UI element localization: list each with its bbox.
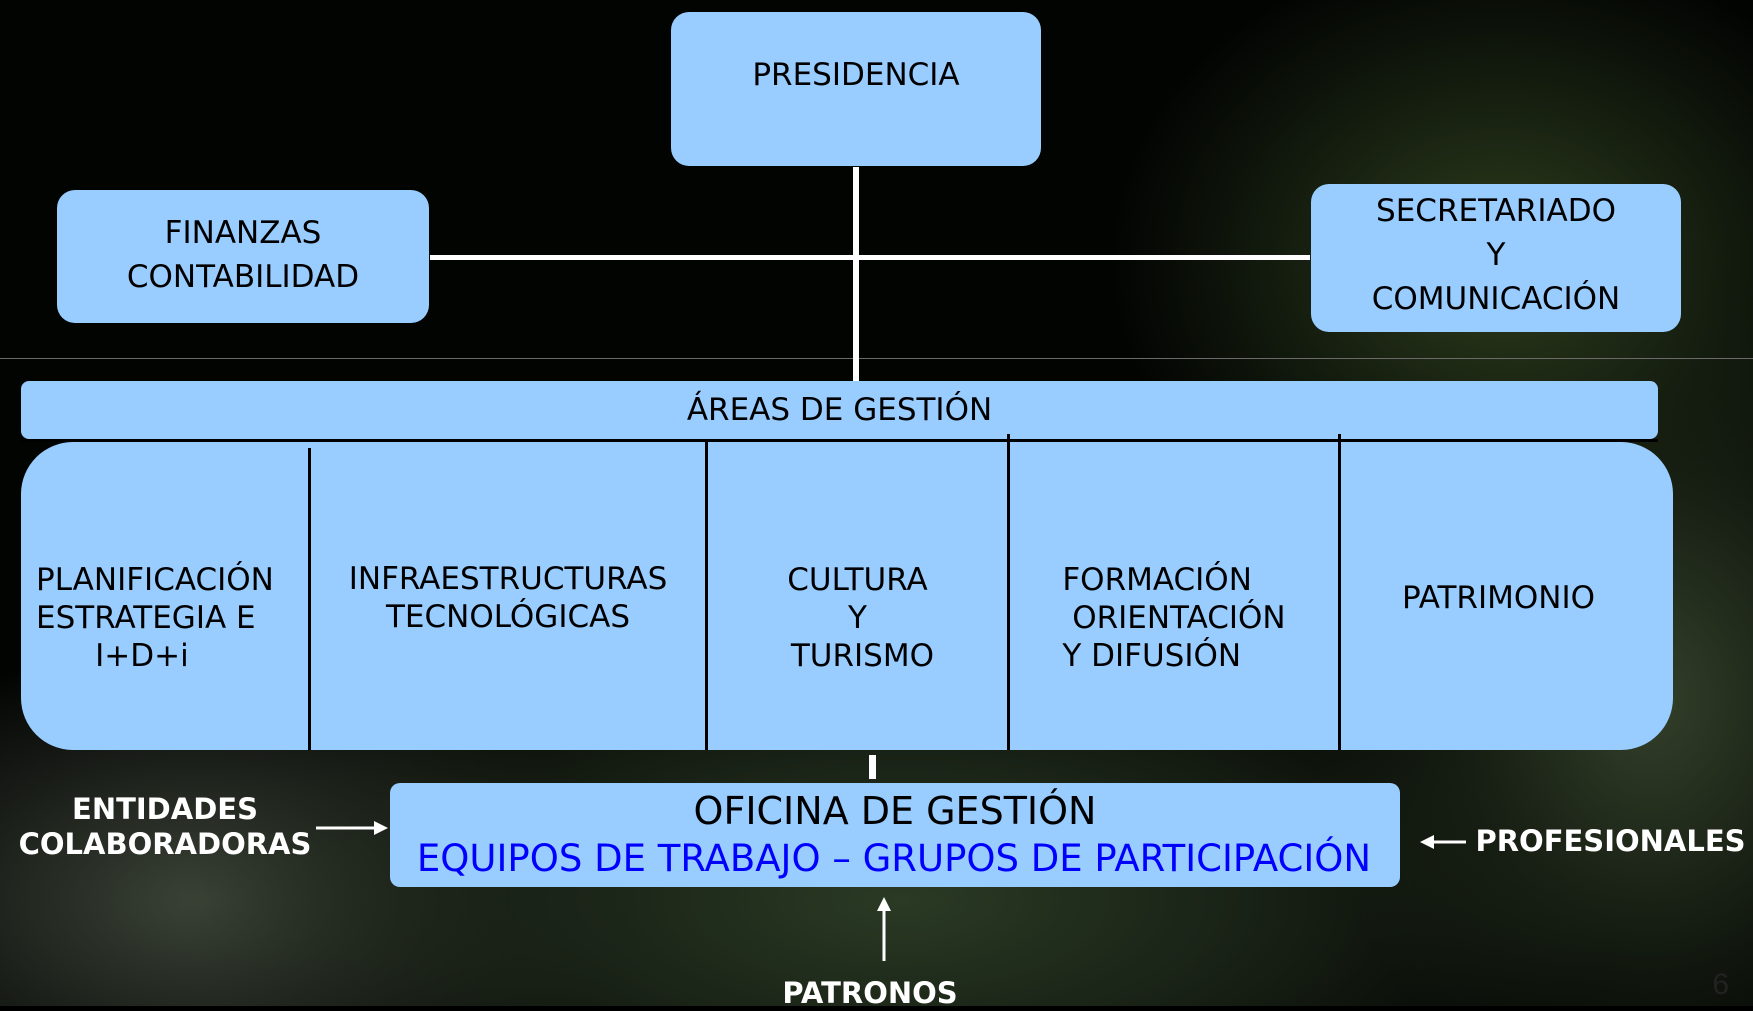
patronos-label: PATRONOS [782, 976, 958, 1010]
areas-panel [21, 442, 1673, 750]
oficina-title: OFICINA DE GESTIÓN [693, 789, 1097, 833]
area-planificacion: PLANIFICACIÓN ESTRATEGIA E I+D+i [36, 562, 274, 674]
profesionales-label: PROFESIONALES [1475, 824, 1746, 858]
area-cultura: CULTURA Y TURISMO [787, 562, 934, 674]
oficina-connector [869, 755, 876, 779]
arrow-left-icon [1420, 835, 1466, 849]
area-patrimonio: PATRIMONIO [1401, 580, 1595, 616]
area-divider-3 [1007, 434, 1010, 750]
secretariado-label-line2: Y [1486, 237, 1506, 273]
area-divider-2 [705, 440, 708, 750]
area-divider-1 [308, 448, 311, 750]
presidencia-box: PRESIDENCIA [671, 12, 1041, 166]
area-formacion: FORMACIÓN ORIENTACIÓN Y DIFUSIÓN [1062, 562, 1286, 674]
arrow-right-icon [316, 821, 388, 835]
page-number: 6 [1712, 968, 1729, 1001]
vertical-connector [853, 167, 859, 382]
areas-header: ÁREAS DE GESTIÓN [21, 381, 1658, 439]
secretariado-label-line3: COMUNICACIÓN [1371, 281, 1621, 317]
areas-separator [21, 439, 1658, 442]
oficina-subtitle: EQUIPOS DE TRABAJO – GRUPOS DE PARTICIPA… [416, 837, 1372, 880]
area-infraestructuras: INFRAESTRUCTURAS TECNOLÓGICAS [348, 561, 668, 635]
horizontal-connector [430, 255, 1310, 260]
finanzas-label-line2: CONTABILIDAD [126, 259, 360, 295]
finanzas-label-line1: FINANZAS [164, 215, 322, 251]
presidencia-label: PRESIDENCIA [752, 57, 960, 93]
slide-divider [0, 358, 1753, 359]
areas-title: ÁREAS DE GESTIÓN [686, 392, 993, 428]
area-divider-4 [1338, 434, 1341, 750]
oficina-box: OFICINA DE GESTIÓN EQUIPOS DE TRABAJO – … [390, 783, 1400, 887]
secretariado-box: SECRETARIADO Y COMUNICACIÓN [1311, 184, 1681, 332]
finanzas-box: FINANZAS CONTABILIDAD [57, 190, 429, 323]
arrow-up-icon [877, 897, 891, 961]
secretariado-label-line1: SECRETARIADO [1376, 193, 1616, 229]
entidades-line2: COLABORADORAS [18, 827, 312, 861]
entidades-line1: ENTIDADES [72, 792, 258, 826]
entidades-label: ENTIDADES COLABORADORAS [10, 792, 320, 862]
